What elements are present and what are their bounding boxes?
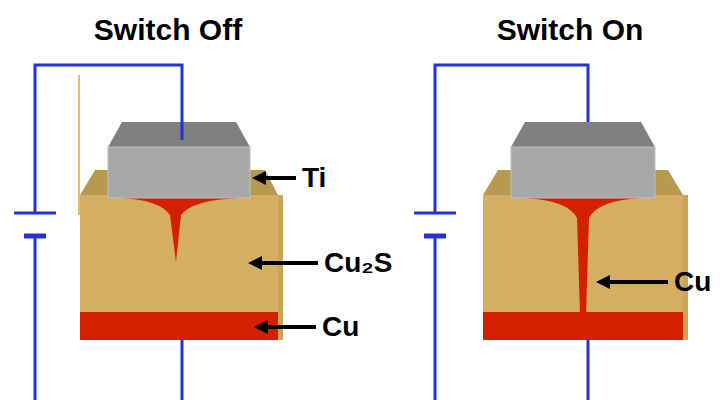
part-name: Ti — [302, 164, 326, 192]
panel-title: Switch On — [497, 15, 644, 45]
part-name: Cu₂S — [324, 249, 392, 277]
switch-off-cell — [14, 65, 318, 400]
part-name: Cu — [322, 313, 359, 341]
part-name: Cu — [674, 268, 711, 296]
panel-title: Switch Off — [94, 15, 242, 45]
switch-on-cell — [414, 65, 688, 400]
